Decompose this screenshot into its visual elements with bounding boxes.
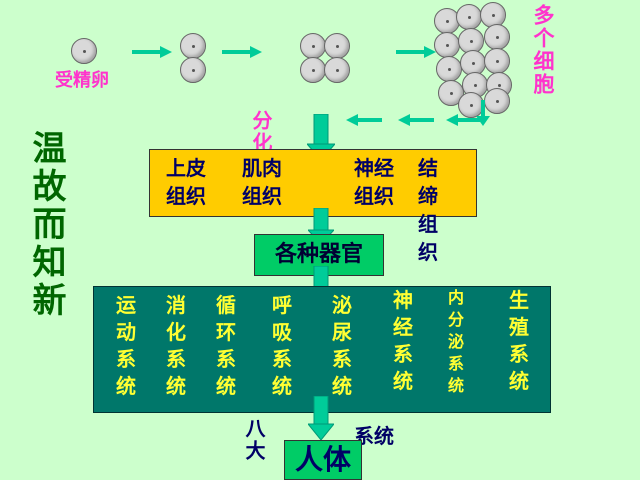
tissue-epithelial-line1: 上皮 [166,156,206,180]
cell [458,92,484,118]
cell [484,88,510,114]
cell [300,33,326,59]
tissue-epithelial: 上皮 组织 [166,154,206,210]
cell [180,33,206,59]
tissue-muscle: 肌肉 组织 [242,154,282,210]
arrow-left-1 [446,114,480,126]
tissue-nerve-line2: 组织 [354,184,394,208]
system-endocrine: 内分泌系统 [448,288,465,395]
cell [456,4,482,30]
side-title: 温故而知新 [26,130,66,320]
arrow-2-cells-to-4 [222,46,262,58]
cell [324,57,350,83]
system-digestive: 消化系统 [166,293,186,398]
differentiation-label: 分化 [249,110,273,154]
tissue-muscle-line1: 肌肉 [242,156,282,180]
fertilized-egg-label: 受精卵 [55,70,109,91]
tissue-connective: 结缔组织 [418,156,438,264]
tissue-muscle-line2: 组织 [242,184,282,208]
cell [180,57,206,83]
cell [324,33,350,59]
system-nervous: 神经系统 [393,288,413,393]
system-urinary: 泌尿系统 [332,293,352,398]
tissue-nerve: 神经 组织 [354,154,394,210]
tissue-epithelial-line2: 组织 [166,184,206,208]
cell [484,48,510,74]
system-circulatory: 循环系统 [216,293,236,398]
arrow-to-human-body [308,396,334,440]
human-body-box: 人体 [284,440,362,480]
eight-major-label: 八大 [242,418,266,462]
cell [484,24,510,50]
arrow-4-cells-to-many [396,46,436,58]
single-cell [71,38,97,64]
cell [300,57,326,83]
tissue-nerve-line1: 神经 [354,156,394,180]
cell [436,56,462,82]
systems-box [93,286,551,413]
arrow-left-2 [398,114,434,126]
system-respiratory: 呼吸系统 [272,293,292,398]
many-cells-label: 多个细胞 [531,4,555,96]
system-reproductive: 生殖系统 [509,288,529,393]
tissue-box [149,149,477,217]
arrow-left-3 [346,114,382,126]
cell [434,32,460,58]
system-locomotor: 运动系统 [116,293,136,398]
arrow-1-cell-to-2 [132,46,172,58]
